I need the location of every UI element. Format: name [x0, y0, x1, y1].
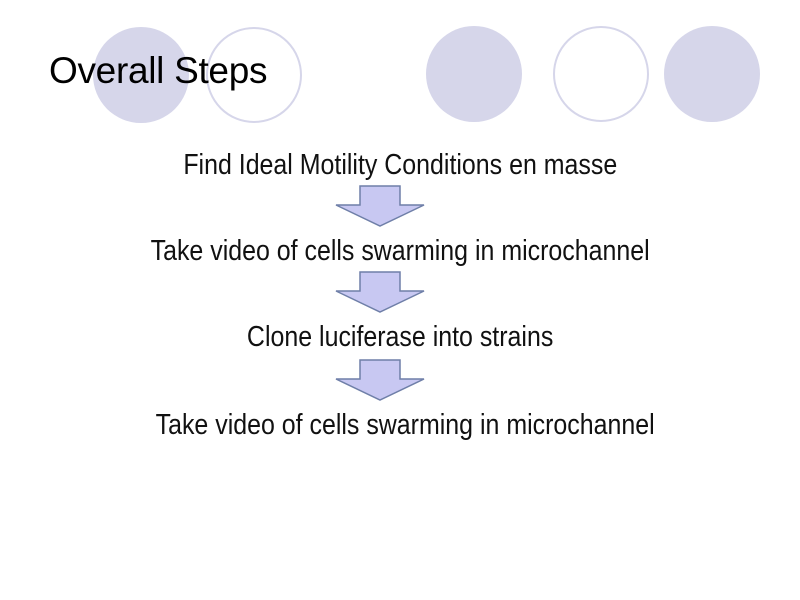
decorative-circle-filled — [93, 27, 189, 123]
step-4: Take video of cells swarming in microcha… — [5, 409, 800, 442]
step-label: Take video of cells swarming in microcha… — [155, 409, 655, 441]
step-label: Clone luciferase into strains — [246, 321, 554, 353]
step-1: Find Ideal Motility Conditions en masse — [0, 149, 800, 182]
step-label: Find Ideal Motility Conditions en masse — [183, 149, 617, 181]
down-arrow-icon — [335, 271, 425, 313]
decorative-circle-outline — [553, 26, 649, 122]
step-3: Clone luciferase into strains — [0, 321, 800, 354]
decorative-circle-outline — [206, 27, 302, 123]
slide-title: Overall Steps — [49, 50, 268, 91]
decorative-circle-filled — [664, 26, 760, 122]
step-label: Take video of cells swarming in microcha… — [150, 235, 650, 267]
down-arrow-icon — [335, 185, 425, 227]
step-2: Take video of cells swarming in microcha… — [0, 235, 800, 268]
decorative-circle-filled — [426, 26, 522, 122]
down-arrow-icon — [335, 359, 425, 401]
